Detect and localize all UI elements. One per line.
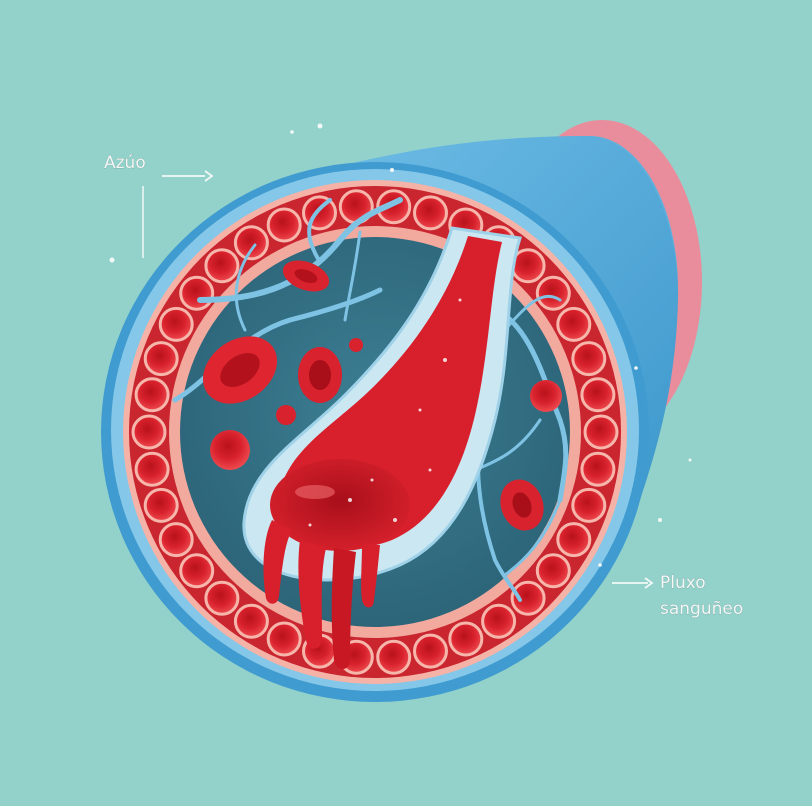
wall-cell	[143, 487, 179, 523]
wall-cell	[131, 414, 167, 450]
sparkles	[109, 123, 692, 567]
wall-cell	[580, 451, 616, 487]
wall-cell	[266, 207, 302, 243]
wall-cells	[131, 189, 619, 675]
blood-cell	[530, 380, 562, 412]
blood-drip	[298, 540, 326, 649]
label-text-line2: sanguñeo	[660, 599, 743, 619]
wall-cell	[204, 580, 240, 616]
vein	[234, 243, 257, 332]
blood-pool-highlight	[295, 485, 335, 499]
blood-cell	[349, 338, 363, 352]
label-text: Azúo	[104, 153, 146, 173]
wall-cell	[535, 275, 571, 311]
vein	[343, 230, 362, 322]
blood-pool	[270, 459, 410, 551]
vein	[307, 198, 332, 264]
wall-cell	[556, 306, 592, 342]
wall-cell	[571, 487, 607, 523]
wall-cell	[571, 341, 607, 377]
wall-cell	[510, 580, 546, 616]
wall-cell	[233, 603, 269, 639]
wall-cell	[413, 195, 448, 231]
wall-cell	[556, 522, 592, 558]
blood-cell	[202, 336, 278, 404]
blood-cells	[202, 260, 562, 531]
wall-cell	[535, 553, 571, 589]
wall-cell	[583, 414, 619, 450]
blood-cell	[210, 430, 250, 470]
wall-cell	[580, 377, 616, 413]
vein	[197, 197, 403, 303]
wall-cell	[413, 633, 448, 669]
wall-cell	[179, 275, 215, 311]
vein	[172, 287, 383, 403]
blood-cell	[298, 347, 342, 403]
label-top-left: Azúo	[104, 153, 214, 258]
blood-channel	[242, 226, 522, 669]
blood-drip	[331, 548, 356, 669]
blood-drip	[263, 520, 292, 604]
wall-cell	[158, 522, 194, 558]
wall-cell	[204, 248, 240, 284]
veins	[172, 197, 569, 602]
wall-cell	[233, 225, 269, 261]
wall-cell	[143, 341, 179, 377]
label-bottom-right: Pluxo sanguñeo	[612, 573, 743, 619]
vein	[473, 418, 542, 472]
vessel-cross-section	[101, 162, 649, 702]
wall-cell	[448, 621, 484, 657]
wall-cell	[158, 306, 194, 342]
bubbles	[308, 298, 462, 527]
arrow-head-icon	[644, 577, 654, 589]
wall-cell	[179, 553, 215, 589]
wall-cell	[376, 639, 412, 675]
blood-drip	[361, 545, 380, 608]
wall-cell	[134, 377, 170, 413]
wall-cell	[481, 603, 517, 639]
label-text-line1: Pluxo	[660, 573, 706, 593]
wall-cell	[266, 621, 302, 657]
vein	[503, 498, 562, 577]
blood-cell	[500, 479, 544, 531]
blood-cell	[282, 260, 330, 292]
arrow-head-icon	[204, 170, 214, 182]
wall-cell	[134, 451, 170, 487]
blood-cell	[276, 405, 296, 425]
vein	[503, 294, 562, 332]
